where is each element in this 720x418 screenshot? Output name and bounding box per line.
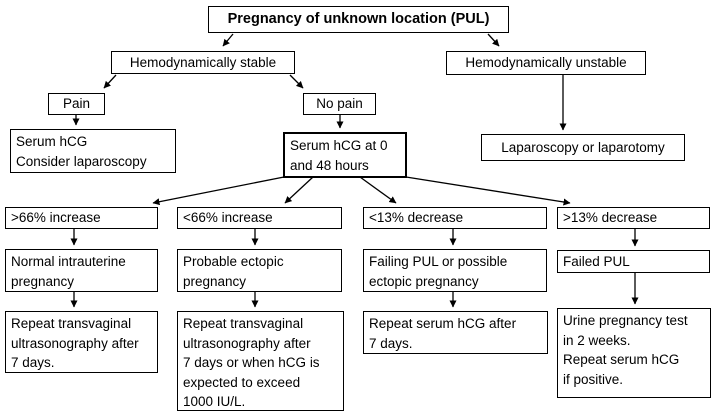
node-normal-intrauterine: Normal intrauterine pregnancy bbox=[5, 249, 158, 292]
node-pul-title: Pregnancy of unknown location (PUL) bbox=[208, 6, 509, 33]
edge-stable-nopain bbox=[289, 74, 304, 89]
node-serum-hcg-0-48: Serum hCG at 0 and 48 hours bbox=[283, 132, 407, 178]
node-probable-ectopic: Probable ectopic pregnancy bbox=[177, 249, 342, 292]
node-failing-pul: Failing PUL or possible ectopic pregnanc… bbox=[363, 249, 547, 292]
node-lt13-decrease: <13% decrease bbox=[363, 207, 547, 229]
node-gt13-decrease: >13% decrease bbox=[557, 207, 710, 229]
edge-stable-pain bbox=[103, 74, 117, 89]
edge-pul-stable bbox=[222, 33, 234, 47]
node-hemodynamically-stable: Hemodynamically stable bbox=[111, 51, 295, 74]
node-pain: Pain bbox=[48, 93, 105, 115]
node-gt66-increase: >66% increase bbox=[5, 207, 158, 229]
node-failed-pul: Failed PUL bbox=[557, 250, 710, 273]
node-repeat-serum-hcg-7days: Repeat serum hCG after 7 days. bbox=[363, 311, 548, 354]
node-repeat-ultrasound-hcg: Repeat transvaginal ultrasonography afte… bbox=[177, 311, 344, 411]
edge-serum048-dec13b bbox=[405, 176, 571, 206]
edge-pul-unstable bbox=[487, 33, 500, 47]
node-no-pain: No pain bbox=[303, 93, 376, 115]
edge-serum048-inc66 bbox=[152, 176, 285, 206]
node-repeat-ultrasound-7days: Repeat transvaginal ultrasonography afte… bbox=[5, 311, 158, 373]
node-urine-pregnancy-test: Urine pregnancy test in 2 weeks. Repeat … bbox=[557, 308, 711, 398]
node-laparoscopy-laparotomy: Laparoscopy or laparotomy bbox=[481, 134, 685, 161]
edge-serum048-dec13 bbox=[359, 176, 397, 204]
node-serum-hcg-laparoscopy: Serum hCG Consider laparoscopy bbox=[10, 129, 176, 173]
edge-serum048-dec66 bbox=[284, 176, 314, 204]
node-hemodynamically-unstable: Hemodynamically unstable bbox=[446, 51, 646, 75]
node-lt66-increase: <66% increase bbox=[177, 207, 342, 229]
